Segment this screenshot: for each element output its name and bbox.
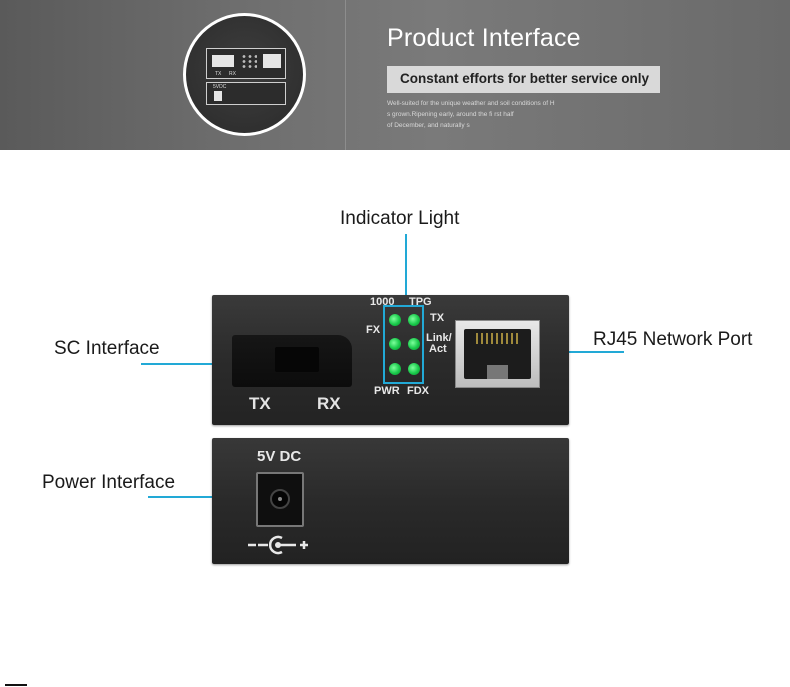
thumbnail-rj45-port (263, 54, 281, 68)
led-label-link: Link/ (426, 332, 452, 344)
thumbnail-front-panel: TX RX (206, 48, 286, 79)
dc-jack-pin (278, 497, 282, 501)
thumbnail-rear-panel: 5VDC (206, 82, 286, 105)
callout-power-interface: Power Interface (42, 472, 176, 493)
thumbnail-power-label: 5VDC (213, 84, 227, 90)
callout-indicator-light: Indicator Light (340, 208, 460, 229)
page-title: Product Interface (387, 24, 581, 52)
led-fdx (408, 363, 420, 375)
banner-description: Well-suited for the unique weather and s… (387, 98, 597, 131)
sc-tx-label: TX (249, 394, 271, 413)
power-label: 5V DC (257, 448, 302, 465)
callout-rj45-port: RJ45 Network Port (593, 329, 753, 350)
media-converter-rear-panel: 5V DC (212, 438, 569, 564)
sc-rx-label: RX (317, 394, 341, 413)
leader-indicator-light (405, 234, 407, 307)
led-tx (408, 314, 420, 326)
rj45-latch-slot (487, 365, 508, 379)
dc-power-jack (256, 472, 304, 527)
rj45-socket (464, 329, 531, 379)
rj45-network-port (455, 320, 540, 388)
sc-port-slot (275, 347, 319, 372)
led-label-fx: FX (366, 324, 381, 336)
description-line-2: s grown.Ripening early, around the fi rs… (387, 111, 514, 118)
thumbnail-tx-label: TX (215, 71, 222, 77)
rj45-contacts (476, 333, 519, 344)
indicator-light-highlight (383, 305, 424, 384)
banner-divider (345, 0, 346, 150)
header-banner: TX RX 5VDC Product Interface Constant ef… (0, 0, 790, 150)
led-label-pwr: PWR (374, 385, 400, 397)
page-subtitle: Constant efforts for better service only (387, 66, 660, 93)
led-link-act (408, 338, 420, 350)
media-converter-front-panel: TX RX 1000 TPG FX TX Link/ Act PWR FDX (212, 295, 569, 425)
led-fx-2 (389, 338, 401, 350)
led-label-tx: TX (430, 312, 445, 324)
sc-fiber-port (232, 335, 352, 387)
callout-sc-interface: SC Interface (54, 338, 160, 359)
description-line-1: Well-suited for the unique weather and s… (387, 100, 555, 107)
description-line-3: of December, and naturally s (387, 122, 470, 129)
led-label-fdx: FDX (407, 385, 429, 397)
product-thumbnail: TX RX 5VDC (183, 13, 306, 136)
led-fx (389, 314, 401, 326)
thumbnail-rx-label: RX (229, 71, 236, 77)
led-label-act: Act (429, 343, 447, 355)
thumbnail-dc-jack (214, 91, 222, 101)
polarity-symbol-icon (248, 535, 308, 555)
bottom-edge-mark (5, 684, 27, 686)
thumbnail-leds (241, 54, 257, 70)
led-pwr (389, 363, 401, 375)
thumbnail-sc-port (212, 55, 234, 67)
